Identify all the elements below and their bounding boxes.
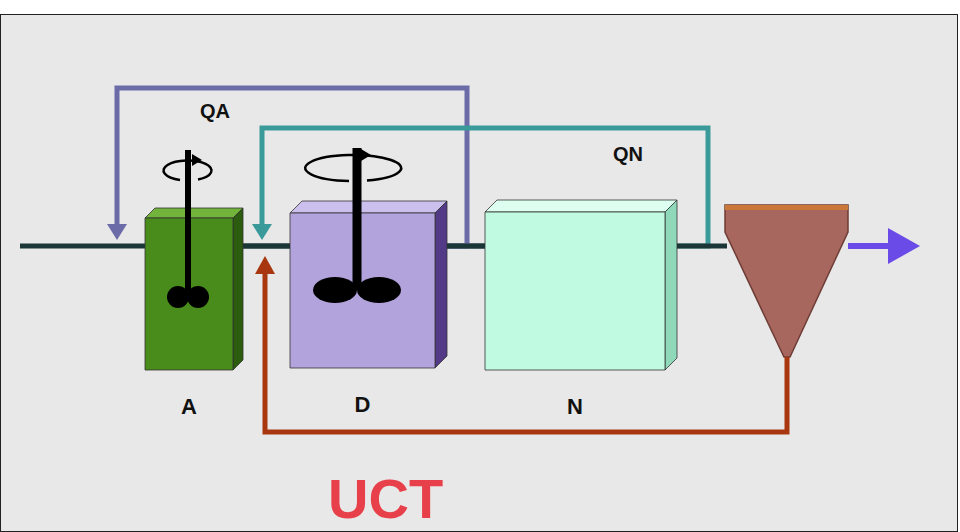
- arrowhead: [252, 224, 272, 240]
- reactor-tank: N: [485, 212, 665, 370]
- tank-label: D: [290, 392, 435, 418]
- mixer-shaft: [185, 150, 191, 297]
- flow-label: QA: [200, 100, 230, 123]
- tank-side: [665, 200, 677, 370]
- reactor-tank: A: [145, 218, 233, 370]
- clarifier-rim: [725, 205, 848, 210]
- rotation-arrowhead: [361, 149, 371, 161]
- tank-top: [485, 200, 677, 212]
- tank-front: [290, 213, 435, 368]
- tank-front: [145, 218, 233, 370]
- impeller-blade: [313, 277, 357, 303]
- arrowhead: [107, 224, 127, 240]
- diagram-caption: UCT: [328, 466, 443, 531]
- impeller-blade: [167, 286, 189, 308]
- tank-side: [233, 208, 243, 370]
- rotation-arrow: [305, 155, 401, 181]
- tank-front: [485, 212, 665, 370]
- reactor-tank: D: [290, 213, 435, 368]
- impeller-blade: [187, 286, 209, 308]
- tank-top: [145, 208, 243, 218]
- tank-top: [290, 201, 447, 213]
- mixer-shaft: [353, 148, 362, 290]
- rotation-arrowhead: [192, 154, 202, 166]
- sludge-return-arrowhead: [255, 256, 275, 274]
- tank-label: N: [485, 394, 665, 420]
- tank-outline: [485, 200, 677, 370]
- flow-label: QN: [613, 143, 643, 166]
- effluent-arrowhead: [888, 228, 920, 264]
- effluent-line: [848, 243, 892, 249]
- tank-label: A: [145, 394, 233, 420]
- rotation-arrow: [164, 161, 212, 180]
- impeller-blade: [357, 277, 401, 303]
- tank-side: [435, 201, 447, 368]
- tank-outline: [290, 201, 447, 368]
- tank-outline: [145, 208, 243, 370]
- clarifier: [725, 205, 848, 357]
